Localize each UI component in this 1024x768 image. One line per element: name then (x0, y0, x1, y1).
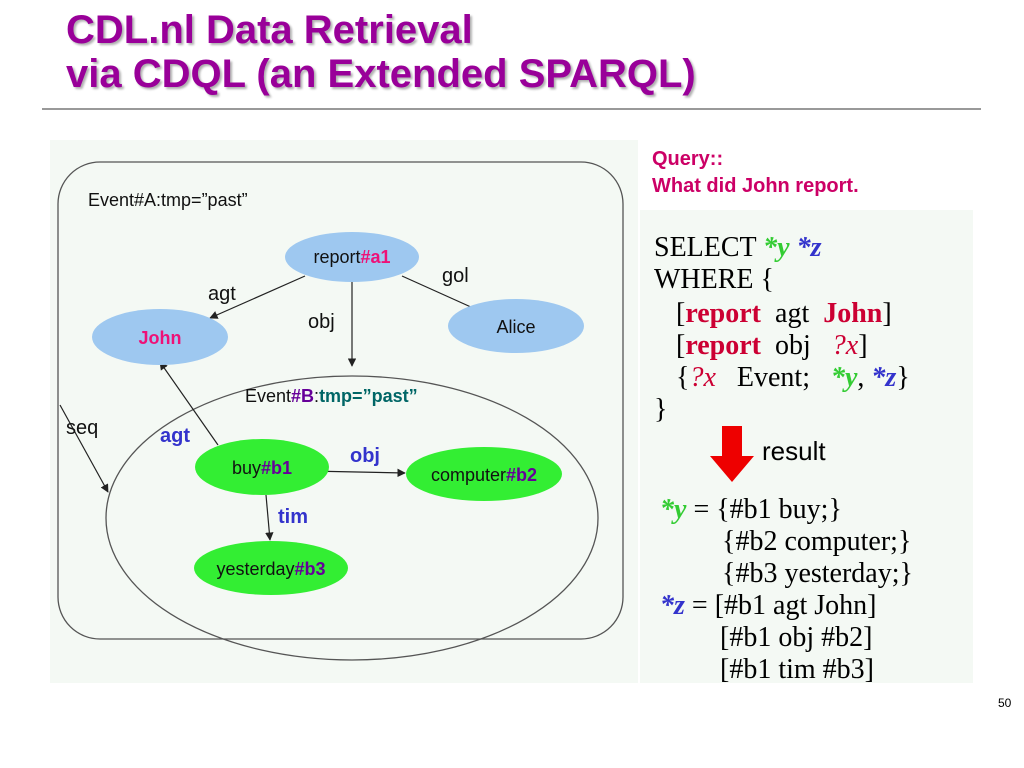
select-var-z: *z (796, 232, 822, 263)
result-z-1: [#b1 agt John] (714, 590, 877, 621)
edge-tim (265, 494, 274, 541)
edge-agt-top (209, 275, 306, 319)
result-y-3: {#b3 yesterday;} (722, 558, 913, 589)
node-yesterday: yesterday#b3 (194, 541, 348, 595)
triple-obj-verb: report (685, 330, 762, 361)
triple-obj-rel: obj (775, 330, 811, 361)
triple-obj-var: ?x (831, 330, 859, 361)
node-alice: Alice (448, 299, 584, 353)
diagram-panel (50, 140, 638, 683)
node-john-label: John (139, 328, 182, 348)
where-keyword: WHERE { (654, 264, 774, 295)
page-number: 50 (998, 696, 1012, 710)
label-agt-top: agt (208, 283, 236, 305)
node-buy: buy#b1 (195, 439, 329, 495)
query-select-line: SELECT *y *z (654, 232, 822, 264)
title-line-1: CDL.nl Data Retrieval (66, 8, 473, 52)
triple-agt-obj: John (823, 298, 883, 329)
query-triple-agt: [report agt John] (676, 298, 892, 330)
node-computer: computer#b2 (406, 447, 562, 501)
node-buy-word: buy (232, 458, 261, 478)
edge-agt-inner (159, 361, 219, 446)
bracket-open: [ (676, 298, 686, 329)
svg-text:yesterday#b3: yesterday#b3 (216, 559, 325, 579)
node-buy-id: #b1 (261, 458, 292, 478)
event-b-prefix: Event (245, 386, 291, 406)
event-a-label: Event#A:tmp=”past” (88, 190, 248, 210)
result-y-eq: = (693, 494, 710, 525)
result-z-2: [#b1 obj #b2] (720, 622, 873, 653)
result-y-1: {#b1 buy;} (716, 494, 842, 525)
event-b-attr: tmp=”past” (319, 386, 418, 406)
label-obj-top: obj (308, 311, 335, 333)
event-b-sep: : (314, 386, 319, 406)
comma: , (857, 362, 865, 393)
query-close-brace: } (654, 394, 668, 425)
bracket-close: ] (858, 330, 868, 361)
event-a-frame (57, 161, 624, 640)
node-report: report#a1 (285, 232, 419, 282)
event-b-frame (105, 375, 599, 661)
select-keyword: SELECT (654, 232, 757, 263)
event-b-label: Event#B:tmp=”past” (245, 386, 418, 406)
query-event-line: {?x Event; *y, *z} (676, 362, 910, 394)
result-y-line-2: {#b2 computer;} (722, 526, 911, 558)
triple-agt-rel: agt (775, 298, 810, 329)
event-var-x: ?x (689, 362, 716, 393)
result-label: result (762, 436, 826, 466)
svg-text:computer#b2: computer#b2 (431, 465, 537, 485)
node-john: John (92, 309, 228, 365)
result-z-line-1: *z = [#b1 agt John] (660, 590, 876, 622)
query-triple-obj: [report obj ?x] (676, 330, 868, 362)
title-line-2: via CDQL (an Extended SPARQL) (66, 52, 696, 96)
bracket-close: ] (882, 298, 892, 329)
label-obj-inner: obj (350, 445, 380, 467)
node-computer-id: #b2 (506, 465, 537, 485)
brace-close: } (896, 362, 910, 393)
label-tim: tim (278, 506, 308, 528)
query-note-line-1: Query:: (652, 148, 724, 170)
result-z-line-2: [#b1 obj #b2] (720, 622, 872, 654)
svg-text:report#a1: report#a1 (313, 247, 390, 267)
event-var-z: *z (871, 362, 897, 393)
down-arrow-icon (710, 426, 754, 482)
result-y-2: {#b2 computer;} (722, 526, 912, 557)
brace-open: { (676, 362, 690, 393)
result-var-z: *z (660, 590, 685, 621)
node-yesterday-id: #b3 (295, 559, 326, 579)
select-var-y: *y (763, 232, 790, 263)
label-seq: seq (66, 417, 98, 439)
edge-gol (401, 275, 483, 313)
label-agt-inner: agt (160, 425, 190, 447)
result-var-y: *y (660, 494, 687, 525)
svg-text:buy#b1: buy#b1 (232, 458, 292, 478)
label-gol: gol (442, 265, 469, 287)
query-note-line-2: What did John report. (652, 175, 859, 197)
event-var-y: *y (830, 362, 858, 393)
node-report-id: #a1 (360, 247, 390, 267)
result-y-line-3: {#b3 yesterday;} (722, 558, 913, 590)
edge-seq (59, 404, 109, 493)
event-word: Event; (736, 362, 810, 393)
node-report-word: report (313, 247, 360, 267)
node-alice-label: Alice (496, 317, 535, 337)
event-diagram: Event#A:tmp=”past” Event#B:tmp=”past” ag… (57, 161, 624, 661)
slide-title: CDL.nl Data Retrieval via CDQL (an Exten… (66, 8, 966, 96)
bracket-open: [ (676, 330, 686, 361)
result-z-line-3: [#b1 tim #b3] (720, 654, 874, 686)
query-where-line: WHERE { (654, 264, 774, 296)
query-panel (640, 210, 973, 683)
query-note: Query:: What did John report. (652, 146, 859, 200)
result-z-eq: = (691, 590, 708, 621)
result-z-3: [#b1 tim #b3] (720, 654, 874, 685)
result-y-line-1: *y = {#b1 buy;} (660, 494, 842, 526)
node-yesterday-word: yesterday (216, 559, 294, 579)
title-divider (42, 108, 981, 110)
node-computer-word: computer (431, 465, 506, 485)
event-b-id: #B (291, 386, 314, 406)
triple-agt-verb: report (685, 298, 762, 329)
query-close-line: } (654, 394, 667, 426)
